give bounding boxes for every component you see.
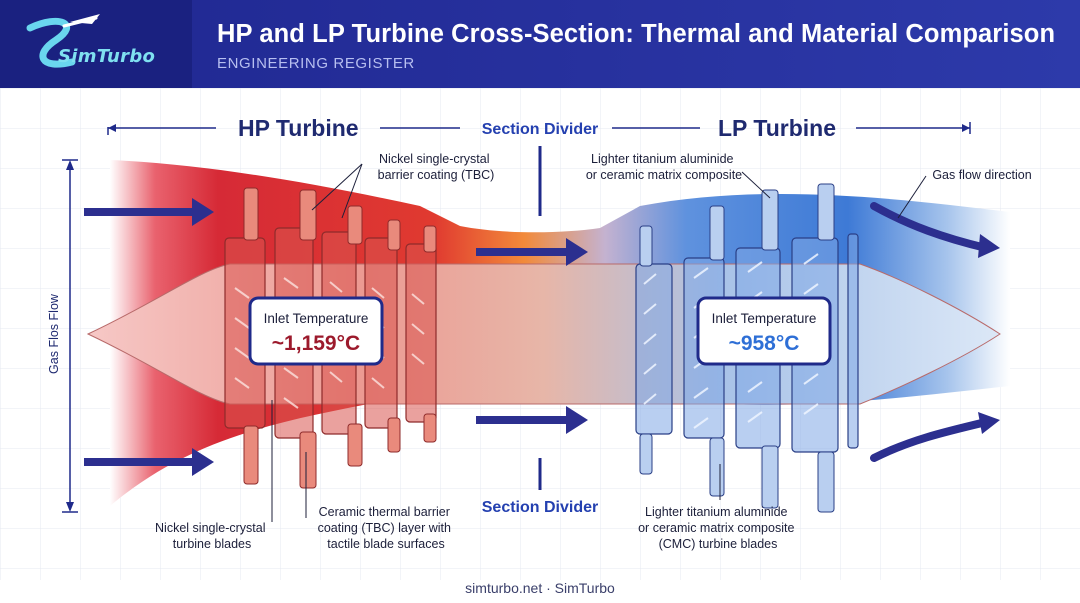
lp-exit-arrowhead-top — [978, 234, 1000, 258]
callout-hp-blades-bottom: Nickel single-crystal turbine blades — [155, 521, 269, 551]
footer-text[interactable]: simturbo.net · SimTurbo — [465, 580, 615, 596]
logo-mark-icon — [26, 14, 100, 68]
page-subtitle: ENGINEERING REGISTER — [217, 55, 415, 72]
hp-turbine-label: HP Turbine — [238, 115, 359, 141]
page-title: HP and LP Turbine Cross-Section: Thermal… — [217, 20, 1056, 48]
lp-exit-arrowhead-bottom — [978, 412, 1000, 434]
logo-text: SimTurbo — [58, 46, 156, 67]
gas-flow-axis-label: Gas Flos Flow — [47, 293, 61, 374]
logo[interactable]: SimTurbo — [0, 0, 192, 88]
lp-turbine-blades — [639, 183, 835, 513]
callout-hp-tbc-top: Nickel single-crystal barrier coating (T… — [378, 152, 495, 182]
hp-inlet-label: Inlet Temperature — [264, 311, 369, 326]
callout-lp-blades-bottom: Lighter titanium aluminide or ceramic ma… — [638, 505, 798, 551]
callout-lp-material-top: Lighter titanium aluminide or ceramic ma… — [586, 152, 742, 182]
hp-turbine-blades — [243, 187, 437, 489]
lp-exit-arrow-bottom — [870, 418, 990, 462]
lp-inlet-temperature-box: Inlet Temperature ~958°C — [696, 296, 832, 366]
section-divider-label-top: Section Divider — [482, 121, 598, 138]
callout-gas-flow-direction: Gas flow direction — [932, 168, 1031, 182]
header-bar: SimTurbo HP and LP Turbine Cross-Section… — [0, 0, 1080, 88]
flow-arrows — [84, 198, 588, 476]
lp-turbine-label: LP Turbine — [718, 115, 836, 141]
hp-inlet-temperature-box: Inlet Temperature ~1,159°C — [248, 296, 384, 366]
lp-inlet-label: Inlet Temperature — [712, 311, 817, 326]
callout-hp-tbc-bottom: Ceramic thermal barrier coating (TBC) la… — [318, 505, 455, 551]
callout-leader-lines — [271, 163, 927, 522]
lp-exit-arrow-top — [870, 202, 990, 252]
turbine-diagram: HP Turbine LP Turbine Section Divider Se… — [0, 88, 1080, 580]
lp-inlet-value: ~958°C — [729, 332, 800, 355]
section-divider-label-bottom: Section Divider — [482, 499, 598, 516]
hp-inlet-value: ~1,159°C — [272, 332, 360, 355]
